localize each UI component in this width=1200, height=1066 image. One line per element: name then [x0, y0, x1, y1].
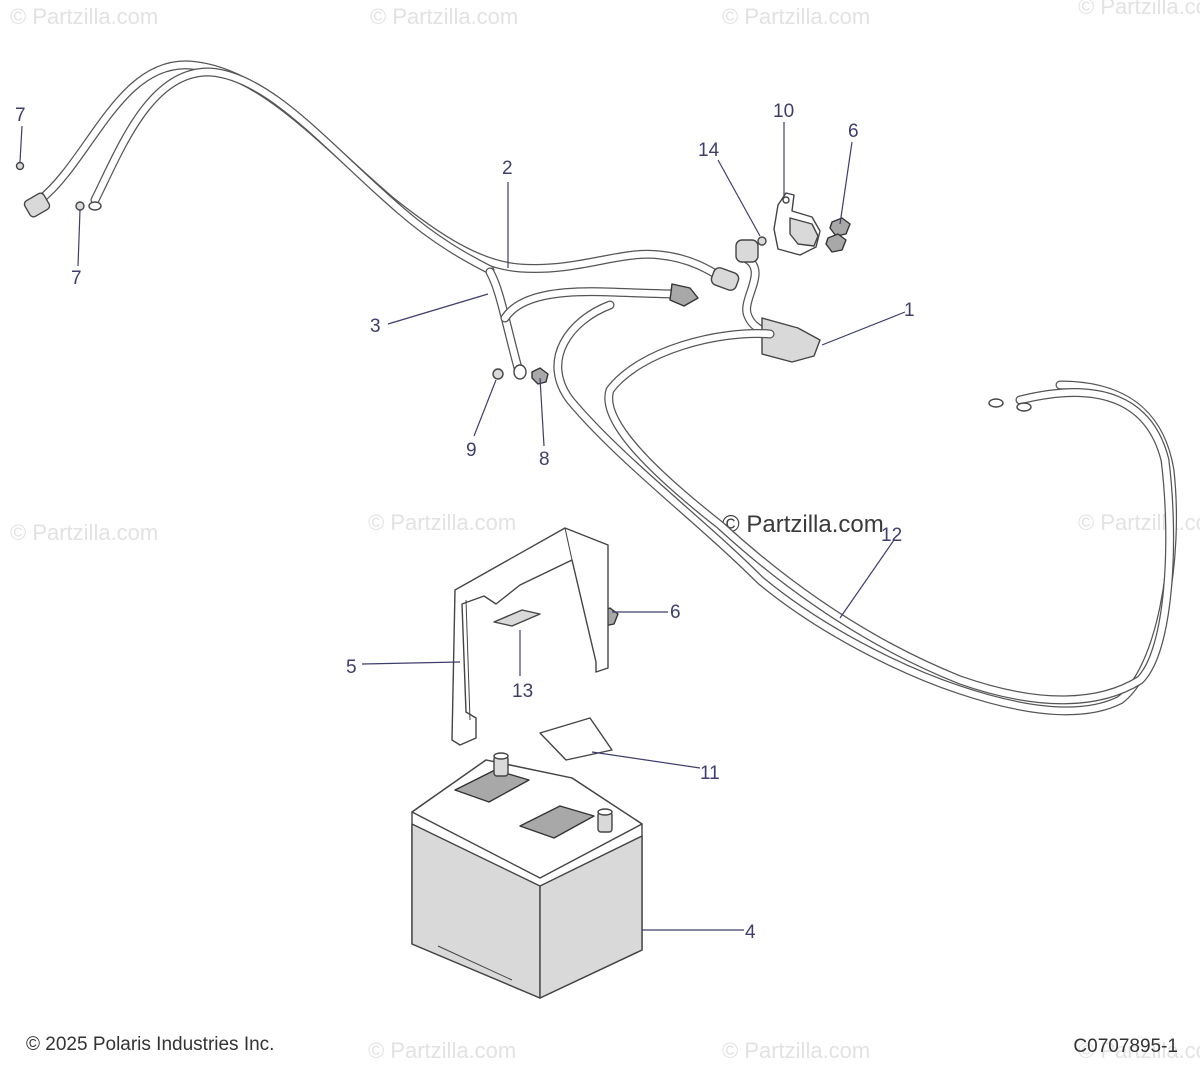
- callout-7-upper: 7: [15, 105, 26, 126]
- watermark: © Partzilla.com: [722, 1038, 870, 1063]
- callout-12: 12: [881, 525, 902, 546]
- callout-2: 2: [502, 158, 513, 179]
- label-11: [539, 717, 613, 761]
- cable-12: [553, 300, 1178, 716]
- callout-9: 9: [466, 440, 477, 461]
- leader-lines: [19, 122, 906, 931]
- watermark: © Partzilla.com: [368, 510, 516, 535]
- cable-3: [485, 267, 699, 380]
- callout-3: 3: [370, 316, 381, 337]
- watermark-center: © Partzilla.com: [722, 511, 884, 538]
- callout-6-upper: 6: [848, 121, 859, 142]
- cable-1: [735, 239, 821, 363]
- diagram-id: C0707895-1: [1073, 1036, 1178, 1057]
- watermark: © Partzilla.com: [722, 4, 870, 29]
- watermark: © Partzilla.com: [10, 520, 158, 545]
- callout-4: 4: [745, 922, 756, 943]
- watermark: © Partzilla.com: [1078, 1038, 1200, 1063]
- callout-1: 1: [904, 300, 915, 321]
- cable-harness-2: [23, 60, 740, 291]
- watermark: © Partzilla.com: [10, 4, 158, 29]
- callouts: 1 2 3 4 5 6 6 7 7 8 9 10 11 12 13 14: [15, 101, 915, 943]
- callout-11: 11: [700, 763, 720, 784]
- copyright-text: © 2025 Polaris Industries Inc.: [26, 1034, 275, 1055]
- callout-10: 10: [773, 101, 794, 122]
- watermark: © Partzilla.com: [1078, 0, 1200, 19]
- callout-13: 13: [512, 681, 533, 702]
- callout-7-lower: 7: [71, 268, 82, 289]
- watermarks: © Partzilla.com © Partzilla.com © Partzi…: [10, 0, 1200, 1063]
- watermark: © Partzilla.com: [370, 4, 518, 29]
- callout-6-lower: 6: [670, 602, 681, 623]
- solenoid-10: [773, 192, 821, 256]
- watermark: © Partzilla.com: [368, 1038, 516, 1063]
- bracket-5: [451, 527, 609, 746]
- callout-8: 8: [539, 449, 550, 470]
- callout-5: 5: [346, 657, 357, 678]
- callout-14: 14: [698, 140, 720, 161]
- battery-4: [411, 752, 643, 999]
- watermark: © Partzilla.com: [1078, 510, 1200, 535]
